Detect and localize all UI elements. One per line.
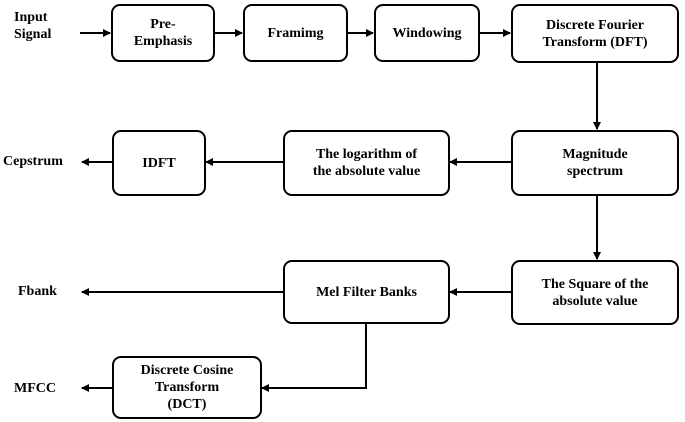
dct-box: Discrete Cosine Transform (DCT) — [112, 356, 262, 419]
framing-box: Framimg — [243, 4, 348, 62]
mfcc-label: MFCC — [14, 381, 56, 396]
mel-filter-banks-box: Mel Filter Banks — [283, 260, 450, 324]
magnitude-spectrum-box: Magnitude spectrum — [511, 130, 679, 196]
pre-emphasis-box: Pre- Emphasis — [111, 4, 215, 62]
cepstrum-label: Cepstrum — [3, 154, 63, 169]
logarithm-box: The logarithm of the absolute value — [283, 130, 450, 196]
dft-box: Discrete Fourier Transform (DFT) — [511, 4, 679, 63]
arrow-mel-to-dct — [261, 324, 367, 392]
fbank-label: Fbank — [18, 284, 57, 299]
square-box: The Square of the absolute value — [511, 260, 679, 325]
idft-box: IDFT — [112, 130, 206, 196]
input-signal-label: Input Signal — [14, 10, 52, 42]
windowing-box: Windowing — [374, 4, 480, 62]
